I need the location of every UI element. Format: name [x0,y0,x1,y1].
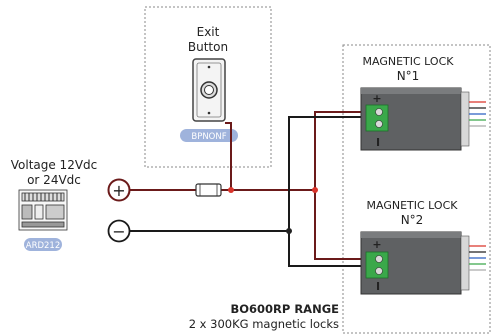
range-subtitle: 2 x 300KG magnetic locks [189,317,339,331]
lock2-minus-label: I [376,280,380,293]
power-supply-badge-text: ARD212 [26,241,61,251]
range-title: BO600RP RANGE [230,302,339,316]
lock1-title-line1: MAGNETIC LOCK [363,55,455,68]
negative-terminal-symbol: − [112,222,125,241]
exit-button-label-line1: Exit [197,25,220,39]
exit-button-label-line2: Button [188,40,228,54]
negative-wire [130,116,369,267]
magnetic-lock-1 [360,87,486,151]
lock1-plus-label: + [372,92,381,105]
lock2-title-line1: MAGNETIC LOCK [367,199,459,212]
negative-junction [286,228,292,234]
exit-button-badge [180,129,238,142]
lock1-title-line2: N°1 [397,69,420,83]
positive-terminal-icon [107,178,131,202]
magnetic-lock-2 [360,231,486,295]
power-supply-label-line1: Voltage 12Vdc [11,158,98,172]
positive-junctions [228,187,318,193]
negative-terminal-icon [107,219,131,243]
lock2-plus-label: + [372,238,381,251]
lock2-title-line2: N°2 [401,213,424,227]
inline-component [195,183,222,197]
locks-enclosure [342,44,491,334]
power-supply-badge [24,238,62,251]
exit-button-device [192,58,226,122]
power-supply-device [18,189,68,231]
power-supply-label-line2: or 24Vdc [27,173,81,187]
positive-terminal-symbol: + [112,181,125,200]
exit-button-wires [225,122,232,190]
lock1-minus-label: I [376,136,380,149]
exit-button-badge-text: BPNONF [191,132,226,142]
positive-wire [130,111,369,260]
exit-button-enclosure [144,6,272,168]
